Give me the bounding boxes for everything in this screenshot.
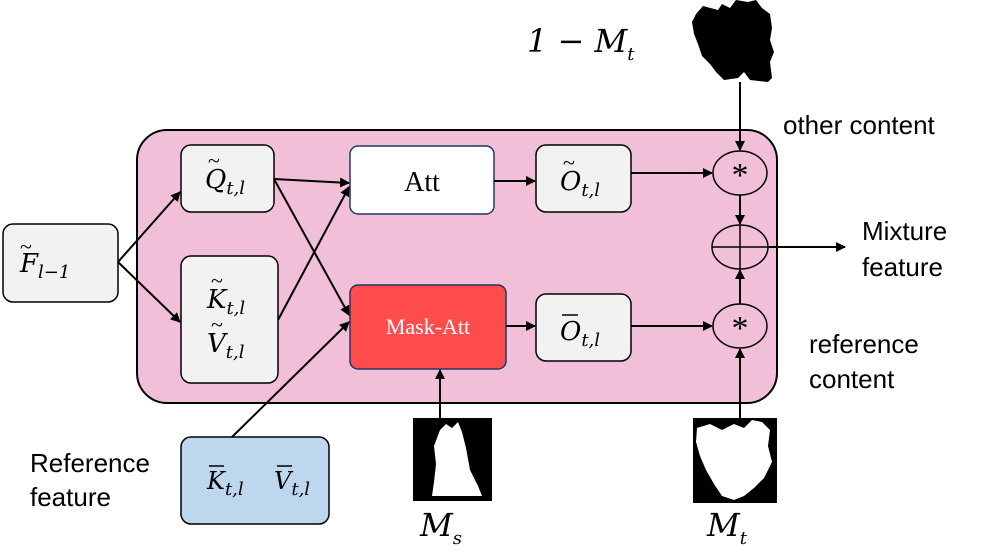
v-main: V bbox=[207, 329, 228, 359]
mixture-label-2: feature bbox=[862, 252, 943, 282]
o-tilde-main: O bbox=[560, 167, 581, 197]
att-label: Att bbox=[404, 167, 440, 198]
svg-text:~: ~ bbox=[211, 268, 223, 293]
k-sub: t,l bbox=[226, 298, 245, 319]
reference-content-label-2: content bbox=[809, 364, 895, 394]
o-tilde-sub: t,l bbox=[581, 180, 600, 201]
o-bar-sub: t,l bbox=[581, 330, 600, 351]
mask-att-label: Mask-Att bbox=[386, 314, 470, 339]
svg-text:Qt,l: Qt,l bbox=[205, 165, 245, 199]
reference-feature-label-2: feature bbox=[30, 482, 111, 512]
f-prev-main: F bbox=[19, 249, 39, 279]
mult-bottom-symbol: * bbox=[732, 310, 749, 347]
ref-k-main: K bbox=[206, 467, 227, 495]
mult-bottom-node: * bbox=[712, 303, 768, 349]
mask-att-node: Mask-Att bbox=[349, 284, 507, 370]
svg-text:Fl−1: Fl−1 bbox=[19, 249, 70, 283]
plus-node bbox=[711, 224, 769, 270]
svg-text:~: ~ bbox=[208, 148, 220, 173]
svg-text:Ot,l: Ot,l bbox=[560, 167, 600, 201]
mult-top-node: * bbox=[712, 150, 768, 196]
mult-top-symbol: * bbox=[732, 157, 749, 194]
other-content-label: other content bbox=[783, 110, 936, 140]
ref-k-sub: t,l bbox=[225, 479, 244, 500]
target-mask-image bbox=[693, 418, 777, 503]
reference-content-label-1: reference bbox=[809, 329, 919, 359]
ref-v-sub: t,l bbox=[291, 479, 310, 500]
source-mask-image bbox=[413, 418, 492, 501]
svg-text:~: ~ bbox=[563, 150, 575, 175]
f-prev-sub: l−1 bbox=[38, 262, 70, 283]
svg-text:~: ~ bbox=[211, 312, 223, 337]
kv-node: Kt,l ~ Vt,l ~ bbox=[180, 255, 279, 384]
svg-text:Ot,l: Ot,l bbox=[560, 317, 600, 351]
f-prev-node: Fl−1 ~ bbox=[2, 223, 119, 303]
mixture-label-1: Mixture bbox=[862, 216, 947, 246]
ref-kv-node: Kt,l Vt,l bbox=[180, 436, 330, 525]
svg-text:~: ~ bbox=[20, 234, 32, 259]
ms-label: Ms bbox=[419, 506, 462, 549]
v-sub: t,l bbox=[226, 342, 245, 363]
q-sub: t,l bbox=[226, 178, 245, 199]
ref-v-main: V bbox=[274, 467, 294, 495]
k-main: K bbox=[206, 285, 228, 315]
reference-feature-label-1: Reference bbox=[30, 448, 150, 478]
o-bar-node: Ot,l bbox=[535, 293, 632, 362]
edges bbox=[117, 82, 846, 438]
svg-text:Vt,l: Vt,l bbox=[207, 329, 245, 363]
att-node: Att bbox=[349, 145, 495, 215]
o-bar-main: O bbox=[560, 317, 581, 347]
q-main: Q bbox=[205, 165, 226, 195]
mt-label: Mt bbox=[706, 506, 748, 549]
svg-text:Kt,l: Kt,l bbox=[206, 285, 245, 319]
q-node: Qt,l ~ bbox=[180, 144, 275, 213]
svg-text:Kt,l: Kt,l bbox=[206, 467, 244, 500]
o-tilde-node: Ot,l ~ bbox=[535, 144, 632, 213]
one-minus-mt-label: 1 − Mt bbox=[527, 22, 635, 65]
inverse-mask-image bbox=[692, 0, 774, 82]
svg-text:Vt,l: Vt,l bbox=[274, 467, 310, 500]
